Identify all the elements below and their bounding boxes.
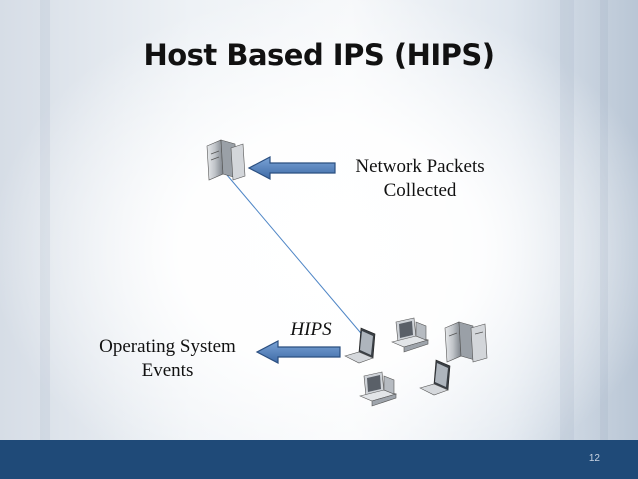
hips-label: HIPS: [290, 319, 332, 340]
network-packets-arrow: [247, 156, 336, 180]
background-streak: [40, 0, 50, 440]
connection-line: [226, 174, 366, 339]
background-streak: [560, 0, 574, 440]
network-packets-label-line1: Network Packets: [355, 156, 485, 177]
desktop-computer-icon: [391, 317, 430, 353]
background-streak: [600, 0, 608, 440]
footer-bar: 12: [0, 440, 638, 479]
laptop-icon: [344, 327, 376, 364]
laptop-icon: [419, 359, 451, 396]
os-events-label: Operating System Events: [80, 335, 255, 383]
server-icon: [206, 139, 246, 181]
server-tower-icon: [444, 321, 488, 363]
os-events-arrow: [255, 340, 341, 364]
page-number: 12: [588, 453, 600, 464]
os-events-label-line2: Events: [141, 360, 194, 381]
network-packets-label: Network Packets Collected: [330, 155, 510, 203]
network-packets-label-line2: Collected: [383, 180, 457, 201]
os-events-label-line1: Operating System: [99, 336, 236, 357]
desktop-computer-icon: [359, 371, 398, 407]
slide-title: Host Based IPS (HIPS): [143, 38, 495, 72]
